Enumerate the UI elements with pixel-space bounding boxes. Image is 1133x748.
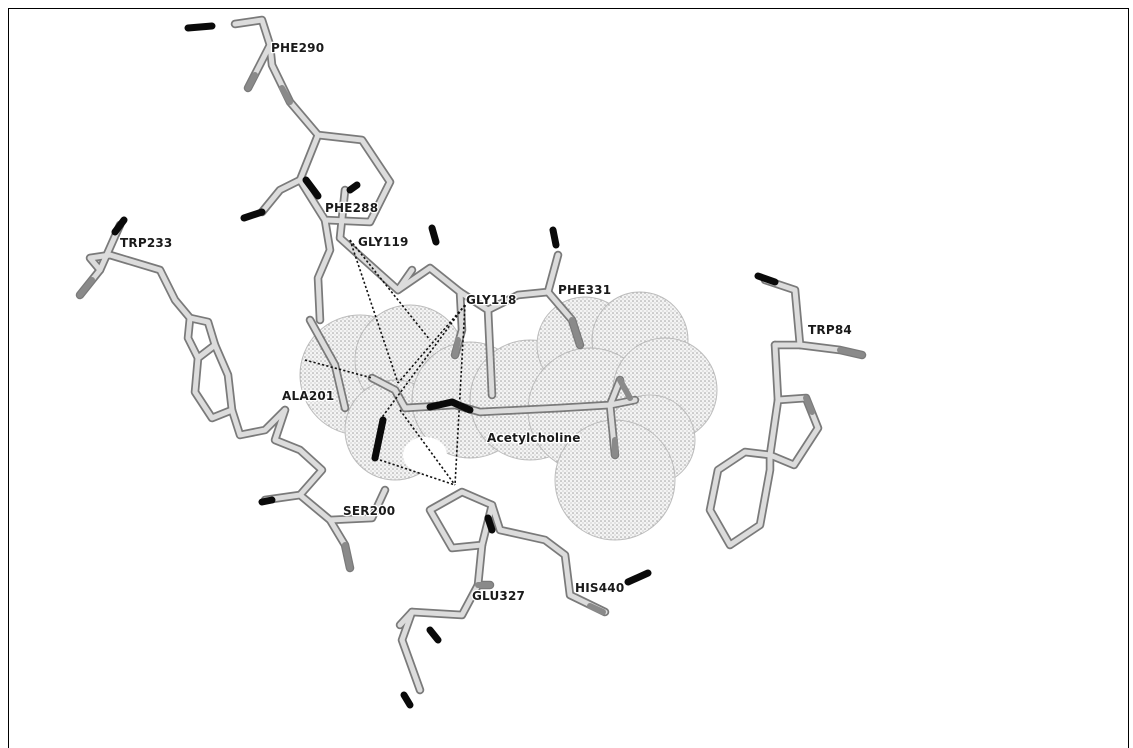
label-trp84: TRP84	[808, 323, 852, 337]
acetylcholine-vdw-surface	[299, 291, 718, 541]
label-ala201: ALA201	[282, 389, 334, 403]
label-phe331: PHE331	[558, 283, 611, 297]
label-gly118: GLY118	[466, 293, 517, 307]
label-gly119: GLY119	[358, 235, 409, 249]
oxygen-atoms	[111, 22, 779, 709]
label-trp233: TRP233	[120, 236, 172, 250]
hydrogen-bonds	[304, 239, 466, 486]
residue-labels: PHE290 PHE288 GLY119 TRP233 GLY118 PHE33…	[119, 40, 853, 605]
label-his440: HIS440	[575, 581, 624, 595]
label-phe288: PHE288	[325, 201, 378, 215]
label-ser200: SER200	[343, 504, 395, 518]
nitrogen-atoms	[77, 72, 865, 615]
label-glu327: GLU327	[472, 589, 525, 603]
label-phe290: PHE290	[271, 41, 324, 55]
label-acetylcholine: Acetylcholine	[487, 431, 581, 445]
residue-sticks	[77, 17, 865, 693]
